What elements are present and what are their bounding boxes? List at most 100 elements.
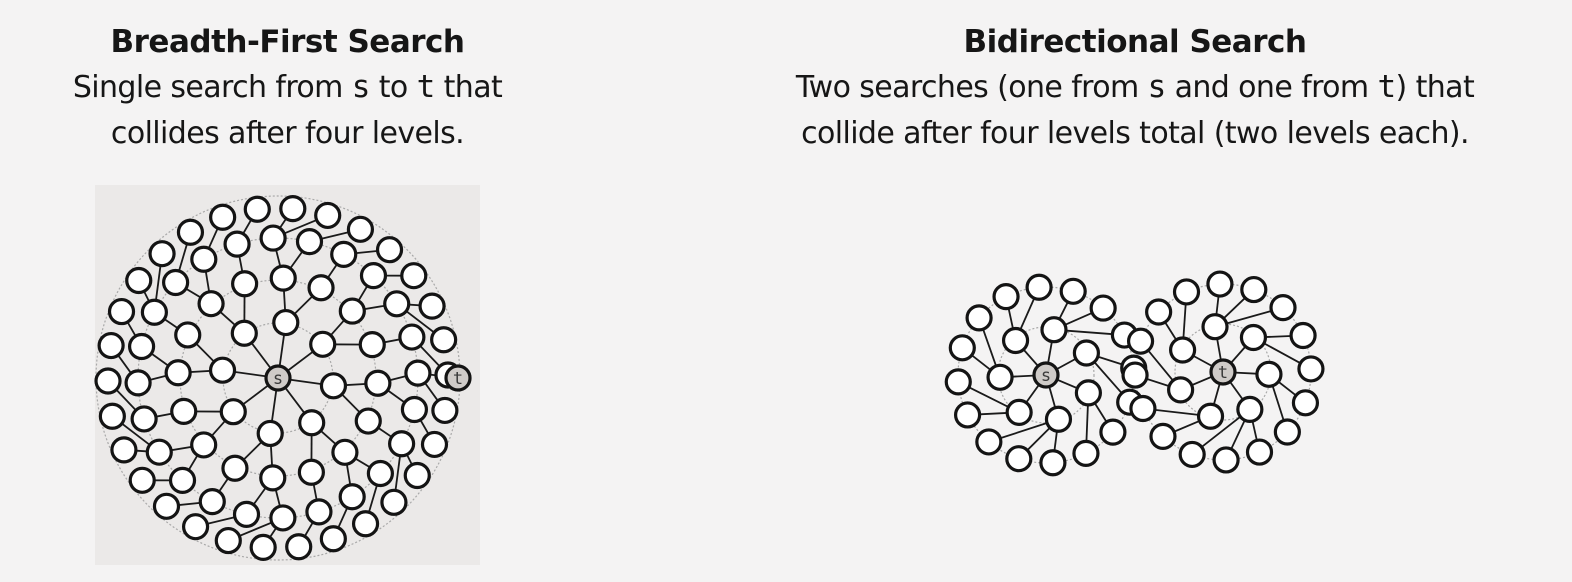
bfs-source-node-label: s (273, 369, 283, 389)
bidi-target-node (1169, 336, 1197, 364)
bidi-source-node (1039, 449, 1067, 477)
bfs-node (124, 369, 152, 397)
bfs-node (198, 488, 226, 516)
bfs-node (94, 367, 122, 395)
bfs-node (338, 483, 366, 511)
bfs-node (272, 308, 300, 337)
bfs-node (330, 240, 358, 268)
bfs-node (358, 331, 386, 359)
bfs-node (319, 372, 348, 400)
bidi-source-node (975, 428, 1003, 456)
bidi-source-node (1025, 273, 1053, 301)
bfs-node (148, 240, 176, 268)
bidi-source-node (1089, 294, 1117, 322)
bfs-node (259, 464, 287, 492)
bfs-node (107, 297, 136, 326)
bfs-node (110, 436, 138, 464)
bfs-node (279, 195, 307, 223)
bfs-node (168, 466, 197, 494)
bidi-source-node (948, 334, 976, 362)
bfs-node (295, 227, 324, 256)
bfs-node (366, 459, 394, 488)
bfs-node (404, 359, 432, 387)
bfs-node (314, 201, 342, 230)
bfs-node (152, 492, 181, 520)
bidi-desc-part: Two searches (one from (795, 70, 1148, 105)
bidi-target-node (1172, 278, 1201, 306)
bidi-source-node (1074, 379, 1102, 407)
bfs-description: Single search from s to t that collides … (10, 64, 565, 157)
bidi-target-node (1297, 355, 1325, 383)
bidi-source-node (1099, 418, 1127, 446)
bfs-node (197, 290, 225, 318)
bidi-target-root-node (1209, 358, 1237, 386)
bidi-target-node (1236, 395, 1264, 423)
bidi-target-node (1178, 440, 1206, 469)
bfs-node (259, 224, 287, 252)
bidi-target-node (1196, 402, 1225, 430)
bfs-node (190, 431, 218, 459)
bidi-target-node (1273, 418, 1301, 446)
bidi-target-node (1167, 376, 1195, 404)
bidi-target-node (1291, 389, 1320, 417)
bfs-node (431, 396, 459, 425)
bidi-source-node (1059, 277, 1087, 305)
bfs-target-ref: t (416, 69, 436, 105)
bfs-node (400, 262, 428, 290)
bfs-node (305, 498, 333, 526)
bidi-source-ref: s (1147, 69, 1167, 105)
bidi-target-ref: t (1377, 69, 1396, 105)
bfs-node (351, 510, 380, 538)
bidirectional-description: Two searches (one from s and one from t)… (700, 64, 1570, 157)
bidi-target-node (1126, 327, 1155, 355)
bfs-node (354, 407, 382, 435)
bidirectional-heading: Bidirectional Search Two searches (one f… (700, 20, 1570, 157)
bidi-target-node (1201, 313, 1229, 341)
bidi-target-node (1239, 323, 1268, 352)
bidi-desc-part: and one from (1165, 70, 1378, 105)
bidi-target-node (1145, 298, 1173, 326)
bidi-target-node (1255, 360, 1283, 388)
bfs-node (130, 405, 158, 433)
bidi-target-node (1269, 294, 1297, 322)
bfs-node (309, 330, 337, 358)
bfs-node (214, 526, 242, 555)
bfs-node (162, 268, 190, 297)
bfs-node (364, 369, 392, 397)
bfs-node (145, 438, 173, 466)
bfs-node (319, 525, 347, 553)
bidi-source-root-node-label: s (1041, 366, 1051, 386)
bfs-desc-part: to (369, 70, 417, 105)
bfs-node (388, 430, 416, 458)
bfs-node (221, 454, 249, 482)
bfs-node (307, 274, 335, 302)
bfs-node (97, 331, 125, 360)
bfs-desc-part: Single search from (72, 70, 352, 105)
bfs-heading: Breadth-First Search Single search from … (10, 20, 565, 157)
bfs-node (190, 245, 218, 273)
bfs-node (269, 504, 297, 532)
bidi-desc-part: ) that (1395, 70, 1475, 105)
bfs-node (383, 290, 411, 318)
bfs-node (128, 466, 156, 494)
bidi-target-node (1289, 321, 1317, 350)
bidi-target-node (1129, 394, 1157, 423)
bfs-node (209, 203, 237, 231)
bfs-source-node (264, 364, 292, 392)
bidi-target-node (1240, 275, 1268, 304)
bfs-desc-line-2: collides after four levels. (110, 116, 465, 151)
bfs-node (125, 266, 153, 295)
bfs-node (223, 230, 251, 258)
bidi-target-root-node-label: t (1218, 363, 1228, 383)
bfs-node (338, 297, 366, 325)
bfs-node (380, 488, 408, 516)
bidi-source-node (965, 304, 993, 332)
bfs-target-node (444, 364, 472, 392)
bfs-node (243, 195, 271, 223)
bfs-node (140, 298, 168, 326)
bfs-node (164, 359, 192, 387)
bfs-node (346, 215, 375, 243)
bfs-node (331, 438, 359, 466)
